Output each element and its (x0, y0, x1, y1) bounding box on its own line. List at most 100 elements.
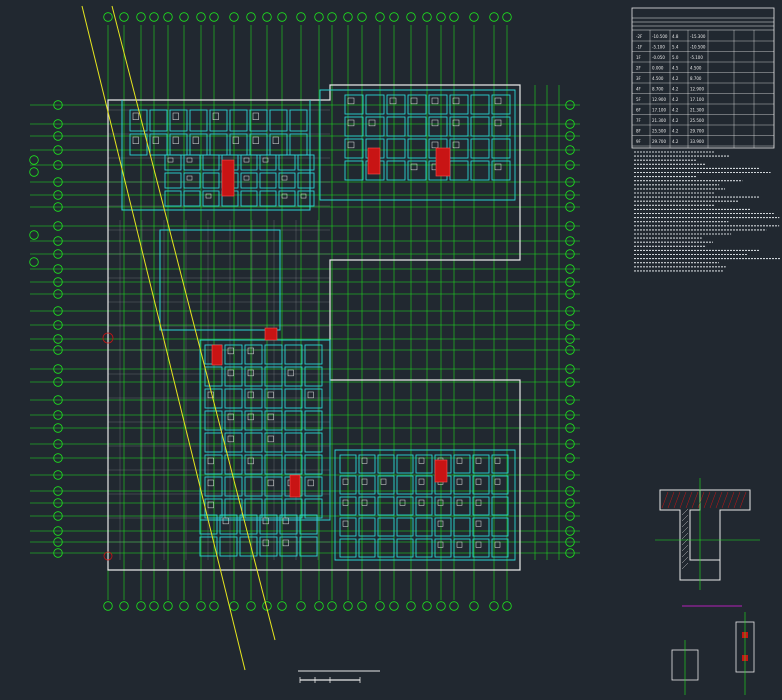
room-cell (304, 498, 323, 519)
hatch-stroke (703, 491, 711, 509)
axis-bubble-bottom (136, 601, 146, 611)
table-cell: 12.900 (652, 97, 666, 102)
axis-bubble-left (53, 453, 63, 463)
room-cell (199, 536, 218, 557)
axis-bubble-top (436, 12, 446, 22)
scale-bar (299, 677, 361, 683)
room-cell (470, 138, 490, 159)
axis-bubble-top (296, 12, 306, 22)
axis-bubble-top (277, 12, 287, 22)
table-cell: 17.100 (690, 97, 704, 102)
room-cell (339, 475, 357, 495)
axis-bubble-left (53, 377, 63, 387)
table-cell: 1F (636, 55, 642, 60)
room-fixture (222, 517, 229, 525)
room-cell (377, 517, 395, 537)
room-cell (415, 475, 433, 495)
axis-bubble-left (53, 511, 63, 521)
section-cut-line-1 (81, 5, 246, 671)
room-cell (377, 538, 395, 558)
room-cell (224, 388, 243, 409)
room-cell (244, 432, 263, 453)
hatch-stroke (681, 508, 689, 516)
axis-bubbles (29, 12, 575, 611)
room-cell (470, 160, 490, 181)
table-cell: 4.2 (672, 118, 679, 123)
table-cell: -10.500 (690, 45, 706, 50)
axis-bubble-left (53, 498, 63, 508)
axis-bubble-left (53, 289, 63, 299)
axis-bubble-top (314, 12, 324, 22)
room-cell (244, 476, 263, 497)
table-cell: 4.500 (652, 76, 664, 81)
room-fixture (267, 435, 274, 443)
axis-bubble-bottom (327, 601, 337, 611)
table-cell: 29.700 (690, 129, 704, 134)
hatch-stroke (739, 491, 747, 509)
general-notes-block (634, 151, 781, 272)
room-cell (244, 454, 263, 475)
room-fixture (418, 499, 425, 506)
room-fixture (494, 163, 502, 171)
axis-bubble-right (565, 410, 575, 420)
room-cell (407, 160, 427, 181)
axis-bubble-bottom (314, 601, 324, 611)
axis-bubble-right (565, 202, 575, 212)
table-cell: 17.100 (652, 108, 666, 113)
room-fixture (437, 541, 444, 548)
axis-bubble-right (565, 160, 575, 170)
room-cell (149, 109, 168, 132)
room-cell (434, 517, 452, 537)
room-cell (284, 454, 303, 475)
room-fixture (281, 175, 288, 181)
axis-bubble-bottom (119, 601, 129, 611)
axis-bubble-left-outer (29, 230, 39, 240)
room-fixture (361, 499, 368, 506)
axis-bubble-top (406, 12, 416, 22)
axis-bubble-right (565, 334, 575, 344)
room-cell (224, 454, 243, 475)
axis-bubble-right (565, 221, 575, 231)
hatch-stroke (681, 514, 689, 522)
room-fixture (456, 457, 463, 464)
room-fixture (227, 369, 234, 377)
wall-segment (159, 229, 281, 331)
room-fixture (205, 193, 212, 199)
axis-bubble-right (565, 320, 575, 330)
window-detail (671, 612, 755, 695)
room-cell (169, 109, 188, 132)
table-cell: 21.300 (690, 108, 704, 113)
room-cell (386, 116, 406, 137)
axis-bubble-top (103, 12, 113, 22)
room-fixture (132, 136, 139, 144)
detail-hatch (655, 478, 760, 590)
room-cell (470, 116, 490, 137)
room-cell (453, 475, 471, 495)
room-cell (183, 154, 201, 171)
table-cell: 8.700 (690, 76, 702, 81)
axis-bubble-top (163, 12, 173, 22)
room-fixture (399, 499, 406, 506)
room-cell (244, 344, 263, 365)
room-cell (164, 172, 182, 189)
axis-bubble-right (565, 526, 575, 536)
room-fixture (267, 413, 274, 421)
room-fixture (437, 520, 444, 527)
room-cell (415, 496, 433, 516)
stair-core (264, 327, 278, 341)
room-fixture (172, 112, 179, 120)
axis-bubble-right (565, 119, 575, 129)
hatch-stroke (661, 491, 669, 509)
room-fixture (207, 479, 214, 487)
room-fixture (287, 369, 294, 377)
room-cell (472, 517, 490, 537)
axis-bubble-top (209, 12, 219, 22)
room-cell (259, 514, 278, 535)
axis-bubble-right (565, 236, 575, 246)
room-cell (240, 154, 258, 171)
axis-bubble-left (53, 202, 63, 212)
axis-bubble-bottom (489, 601, 499, 611)
wall-section-detail (655, 478, 760, 607)
